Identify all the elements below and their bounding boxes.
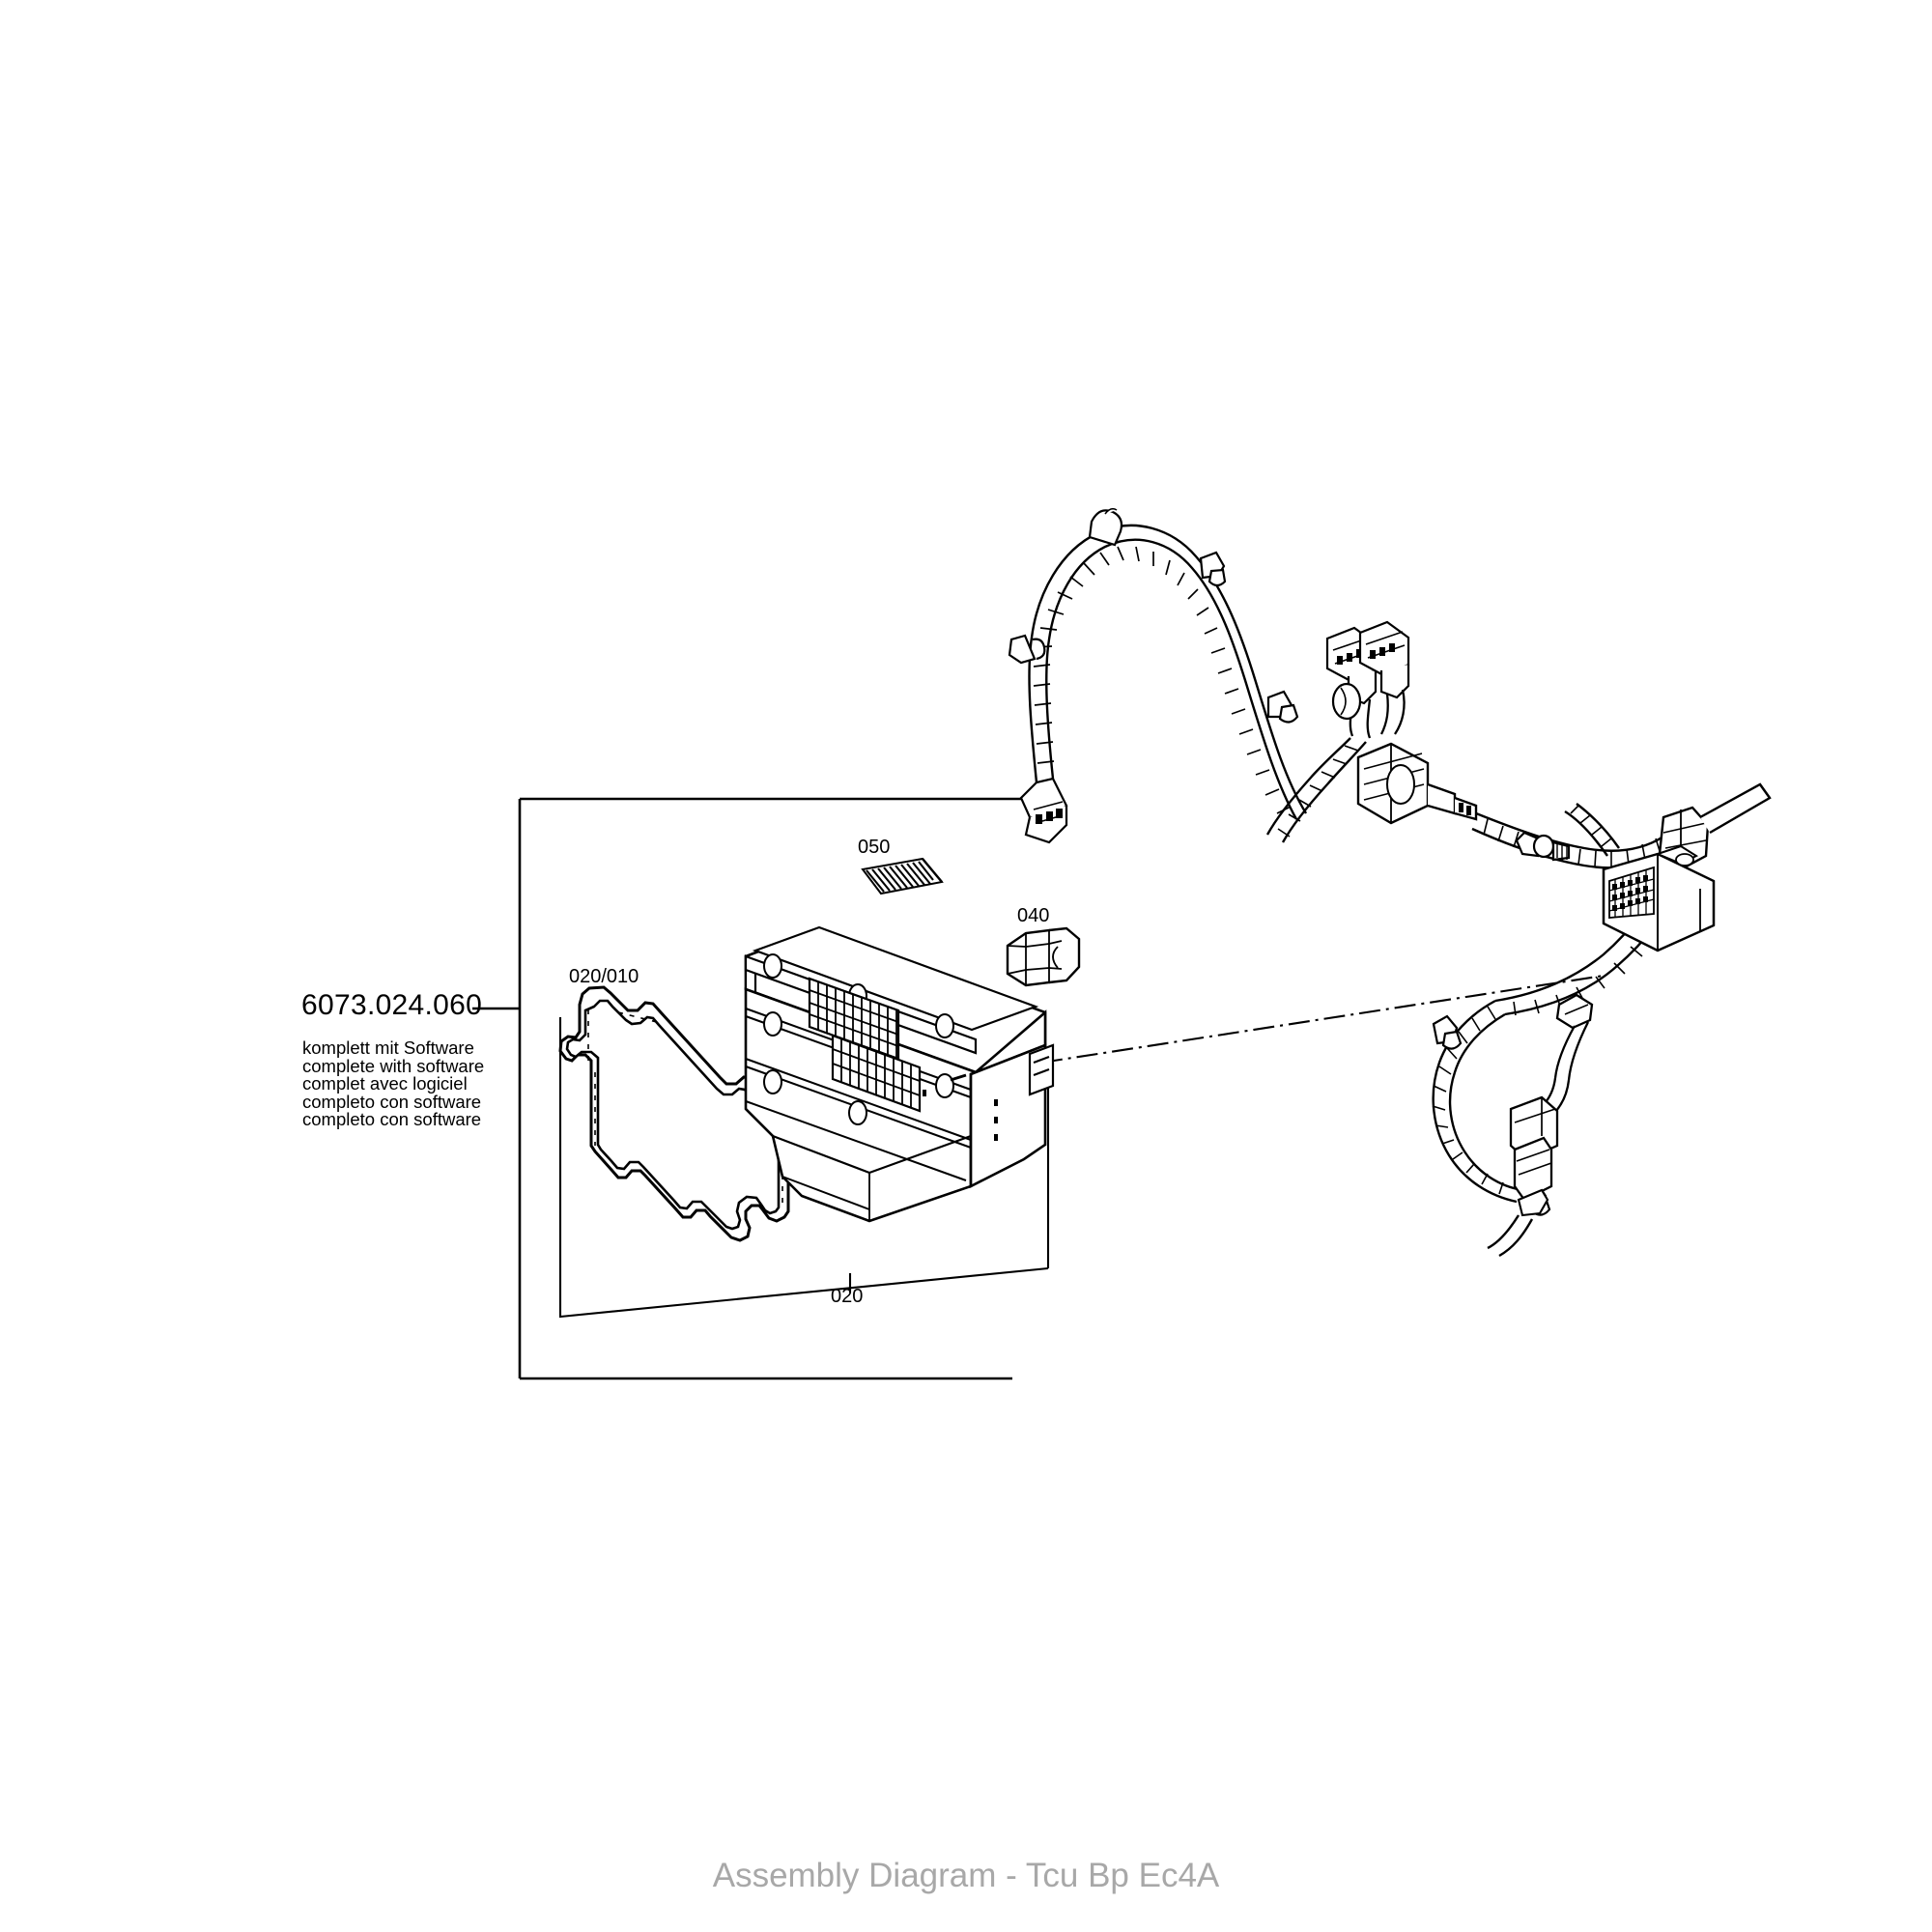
pin-grid-detail — [808, 977, 922, 1113]
description-it: completo con software — [302, 1109, 482, 1130]
harness-clip-right — [1199, 551, 1227, 587]
diagram-caption: Assembly Diagram - Tcu Bp Ec4A — [712, 1857, 1220, 1894]
part-description-block: komplett mit Software complete with soft… — [302, 1037, 485, 1130]
inline-module — [1356, 742, 1478, 825]
harness-grommet — [1331, 682, 1362, 721]
housing-to-harness-leader — [1040, 974, 1605, 1065]
description-es: completo con software — [302, 1091, 482, 1112]
main-ecu-connector — [1602, 844, 1716, 952]
harness-clip-left — [1008, 634, 1046, 665]
description-fr: complet avec logiciel — [302, 1073, 468, 1094]
harness-branch-left — [1265, 737, 1367, 843]
harness-clip-lower — [1266, 690, 1299, 724]
callout-020-bracket — [558, 1017, 1050, 1319]
contact-strip-050 — [861, 857, 944, 895]
trunk-eyelet — [1515, 831, 1571, 862]
harness-clip-top — [1088, 507, 1123, 547]
wiring-harness — [1008, 507, 1772, 1258]
description-de: komplett mit Software — [302, 1037, 474, 1058]
connector-pair-upper — [1325, 620, 1410, 705]
callout-label-020: 020 — [831, 1286, 864, 1307]
clip-lower-left — [1432, 1014, 1463, 1050]
description-en: complete with software — [302, 1055, 485, 1076]
callout-label-020-010: 020/010 — [569, 966, 639, 987]
callout-label-040: 040 — [1017, 905, 1050, 926]
callout-label-050: 050 — [858, 837, 891, 858]
part-number: 6073.024.060 — [301, 989, 483, 1021]
connector-3way-left — [1019, 777, 1068, 844]
protective-cap-040 — [1006, 926, 1081, 987]
control-unit-housing-020 — [744, 925, 1055, 1223]
barrel-connector — [1509, 1095, 1559, 1217]
assembly-frame — [518, 797, 1041, 1380]
harness-lower-left-branch — [1432, 999, 1523, 1204]
